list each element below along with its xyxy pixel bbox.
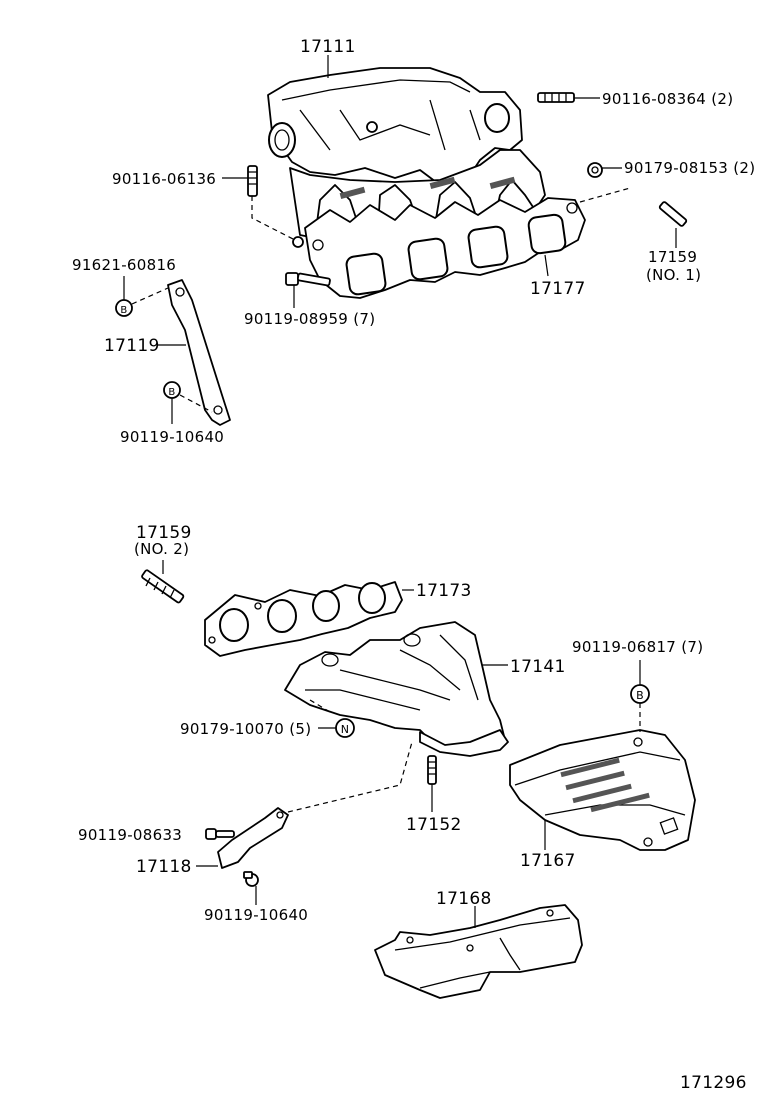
label-17111: 17111	[300, 37, 356, 57]
label-17159-mid: 17159	[136, 523, 192, 543]
stud-90116-08364[interactable]	[537, 92, 575, 103]
insulator-fins	[560, 757, 650, 813]
nut-90179-10070[interactable]: N	[335, 718, 355, 738]
label-91621-60816: 91621-60816	[72, 256, 176, 274]
bracket-17118[interactable]	[217, 807, 289, 869]
label-90119-08959: 90119-08959 (7)	[244, 310, 375, 328]
stud-17152[interactable]	[427, 755, 437, 785]
svg-text:B: B	[168, 387, 175, 398]
bolt-91621-60816[interactable]: B	[115, 299, 133, 317]
svg-text:B: B	[636, 689, 644, 702]
label-90119-10640-b: 90119-10640	[204, 906, 308, 924]
label-17167: 17167	[520, 851, 576, 871]
heat-insulator-17167[interactable]	[509, 729, 696, 851]
label-90119-06817: 90119-06817 (7)	[572, 638, 703, 656]
label-90179-08153: 90179-08153 (2)	[624, 159, 755, 177]
lower-insulator-17168[interactable]	[374, 904, 583, 999]
svg-text:B: B	[120, 305, 127, 316]
label-17177: 17177	[530, 279, 586, 299]
label-17159-mid-no: (NO. 2)	[134, 540, 189, 558]
label-17152: 17152	[406, 815, 462, 835]
label-90116-06136: 90116-06136	[112, 170, 216, 188]
bolt-90119-10640-a[interactable]: B	[163, 381, 181, 399]
label-17119: 17119	[104, 336, 160, 356]
label-17118: 17118	[136, 857, 192, 877]
gasket-17177[interactable]	[304, 197, 586, 299]
diagram-id: 171296	[680, 1073, 747, 1093]
nut-90179-08153[interactable]	[587, 162, 603, 178]
label-17159-top: 17159	[648, 248, 697, 266]
stud-17159-no1[interactable]	[658, 201, 688, 227]
label-17141: 17141	[510, 657, 566, 677]
label-90119-10640-a: 90119-10640	[120, 428, 224, 446]
label-17168: 17168	[436, 889, 492, 909]
bolt-90119-06817[interactable]: B	[630, 684, 650, 704]
label-17173: 17173	[416, 581, 472, 601]
svg-text:N: N	[341, 723, 350, 736]
manifold-stay-17119[interactable]	[167, 279, 231, 426]
stud-90116-06136[interactable]	[247, 165, 258, 197]
label-17159-top-no: (NO. 1)	[646, 266, 701, 284]
stud-17159-no2[interactable]	[141, 569, 185, 604]
bolt-90119-08959[interactable]	[285, 272, 331, 287]
bolt-90119-08633[interactable]	[205, 828, 235, 840]
bolt-90119-10640-b[interactable]	[243, 871, 259, 887]
label-90119-08633: 90119-08633	[78, 826, 182, 844]
exhaust-manifold-17141[interactable]	[284, 621, 509, 757]
exhaust-gasket-17173[interactable]	[204, 581, 403, 657]
label-90179-10070: 90179-10070 (5)	[180, 720, 311, 738]
label-90116-08364: 90116-08364 (2)	[602, 90, 733, 108]
